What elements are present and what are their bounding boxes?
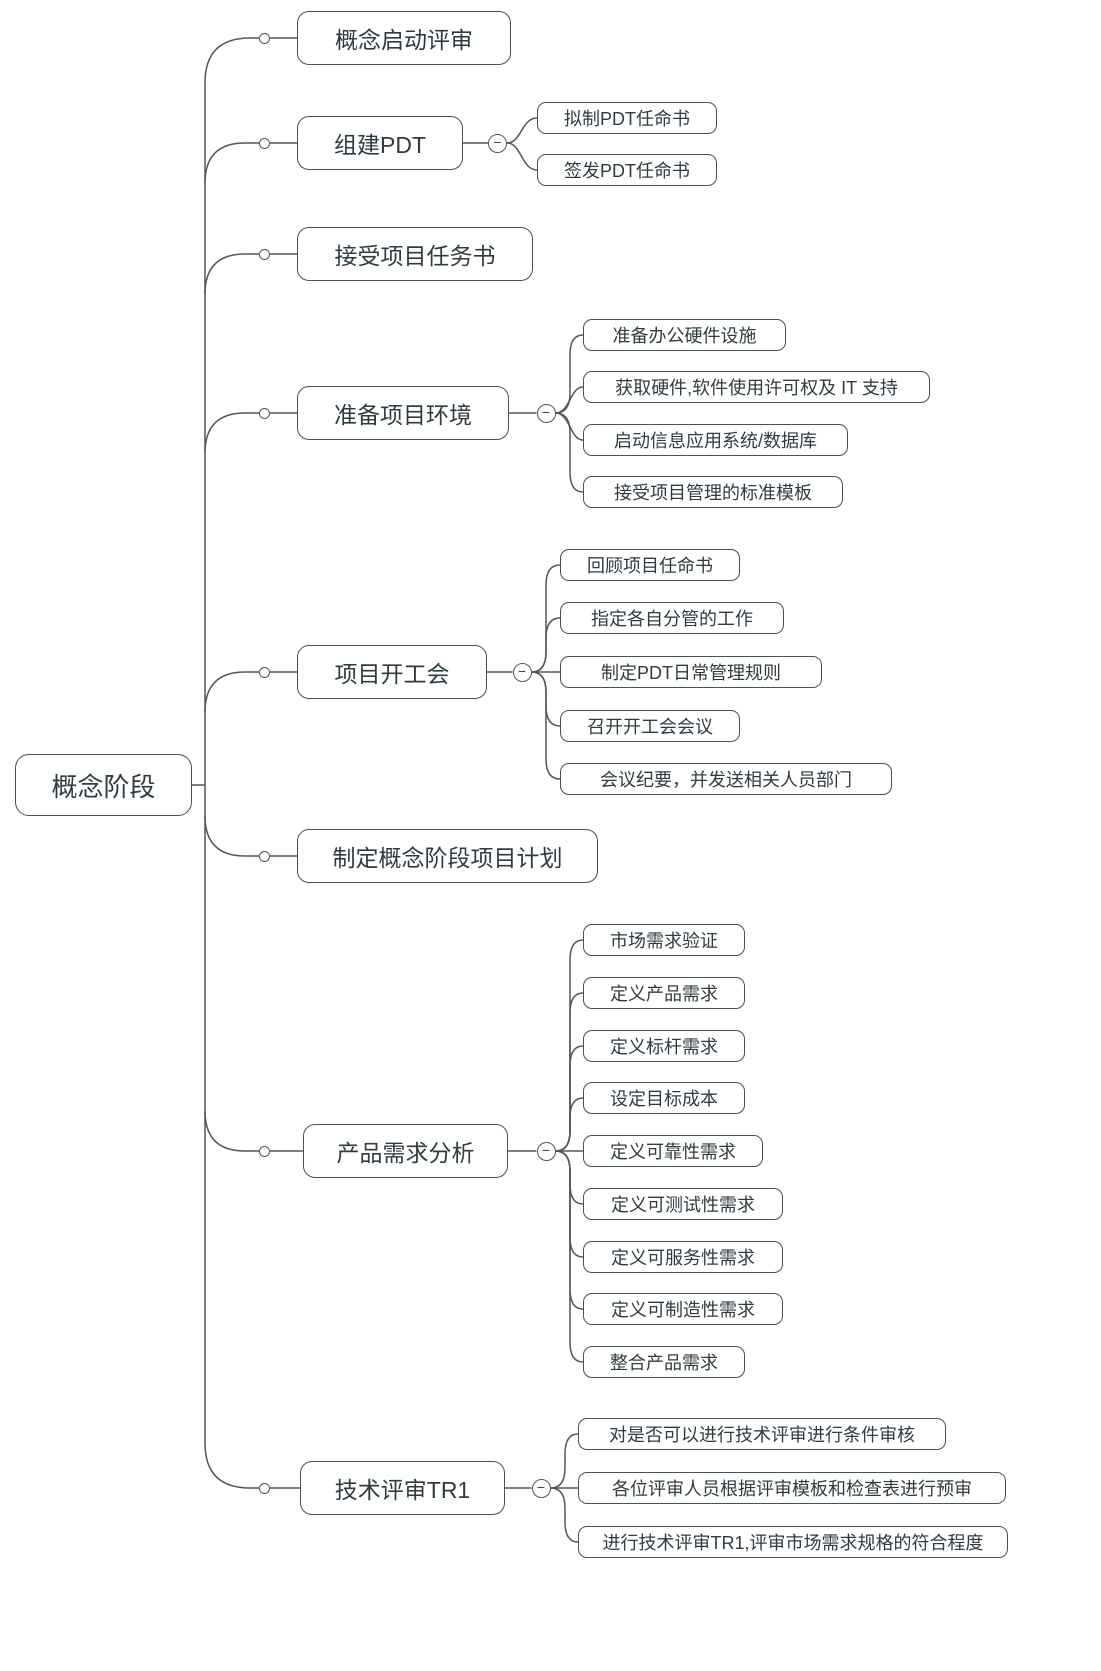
- branch-dot-accept-project-charter: [258, 248, 270, 260]
- node-prepare-project-environment[interactable]: 准备项目环境: [297, 386, 509, 440]
- node-tr1-condition-check[interactable]: 对是否可以进行技术评审进行条件审核: [578, 1418, 946, 1450]
- collapse-toggle-icon-project-kickoff-meeting[interactable]: −: [512, 662, 532, 682]
- node-issue-pdt-appointment[interactable]: 签发PDT任命书: [537, 154, 717, 186]
- node-accept-project-charter[interactable]: 接受项目任务书: [297, 227, 533, 281]
- collapse-toggle-icon-prepare-project-environment[interactable]: −: [536, 403, 556, 423]
- node-define-benchmark-requirements[interactable]: 定义标杆需求: [583, 1030, 745, 1062]
- node-set-target-cost[interactable]: 设定目标成本: [583, 1082, 745, 1114]
- branch-dot-tech-review-tr1: [258, 1482, 270, 1494]
- node-review-project-appointment[interactable]: 回顾项目任命书: [560, 549, 740, 581]
- node-concept-kickoff-review[interactable]: 概念启动评审: [297, 11, 511, 65]
- node-set-pdt-daily-rules[interactable]: 制定PDT日常管理规则: [560, 656, 822, 688]
- node-integrate-product-requirements[interactable]: 整合产品需求: [583, 1346, 745, 1378]
- branch-dot-develop-concept-phase-plan: [258, 850, 270, 862]
- node-form-pdt[interactable]: 组建PDT: [297, 116, 463, 170]
- collapse-toggle-icon-tech-review-tr1[interactable]: −: [531, 1478, 551, 1498]
- node-launch-info-systems-database[interactable]: 启动信息应用系统/数据库: [583, 424, 848, 456]
- node-reviewers-pre-review[interactable]: 各位评审人员根据评审模板和检查表进行预审: [578, 1472, 1006, 1504]
- branch-dot-product-requirements-analysis: [258, 1145, 270, 1157]
- branch-dot-prepare-project-environment: [258, 407, 270, 419]
- collapse-toggle-icon-form-pdt[interactable]: −: [488, 133, 507, 153]
- node-develop-concept-phase-plan[interactable]: 制定概念阶段项目计划: [297, 829, 598, 883]
- branch-dot-form-pdt: [258, 137, 270, 149]
- trunk-connectors: [192, 37, 303, 1489]
- node-product-requirements-analysis[interactable]: 产品需求分析: [303, 1124, 508, 1178]
- node-tech-review-tr1[interactable]: 技术评审TR1: [300, 1461, 505, 1515]
- node-project-kickoff-meeting[interactable]: 项目开工会: [297, 645, 487, 699]
- node-define-testability-requirements[interactable]: 定义可测试性需求: [583, 1188, 783, 1220]
- child-bracket-connectors: [506, 117, 584, 1543]
- branch-dot-concept-kickoff-review: [258, 32, 270, 44]
- node-market-requirement-validation[interactable]: 市场需求验证: [583, 924, 745, 956]
- node-define-serviceability-requirements[interactable]: 定义可服务性需求: [583, 1241, 783, 1273]
- node-conduct-tr1-review[interactable]: 进行技术评审TR1,评审市场需求规格的符合程度: [578, 1526, 1008, 1558]
- branch-dot-project-kickoff-meeting: [258, 666, 270, 678]
- node-draft-pdt-appointment[interactable]: 拟制PDT任命书: [537, 102, 717, 134]
- node-meeting-minutes-distribution[interactable]: 会议纪要，并发送相关人员部门: [560, 763, 892, 795]
- collapse-toggle-icon-product-requirements-analysis[interactable]: −: [536, 1141, 556, 1161]
- node-hold-kickoff-meeting[interactable]: 召开开工会会议: [560, 710, 740, 742]
- node-concept-phase-root[interactable]: 概念阶段: [15, 754, 192, 816]
- node-assign-responsibilities[interactable]: 指定各自分管的工作: [560, 602, 784, 634]
- node-define-manufacturability-requirements[interactable]: 定义可制造性需求: [583, 1293, 783, 1325]
- node-accept-pm-standard-templates[interactable]: 接受项目管理的标准模板: [583, 476, 843, 508]
- node-define-reliability-requirements[interactable]: 定义可靠性需求: [583, 1135, 763, 1167]
- branch-to-toggle-connectors: [463, 142, 537, 1489]
- node-define-product-requirements[interactable]: 定义产品需求: [583, 977, 745, 1009]
- node-obtain-hw-sw-licenses-it-support[interactable]: 获取硬件,软件使用许可权及 IT 支持: [583, 371, 930, 403]
- node-prepare-office-hardware[interactable]: 准备办公硬件设施: [583, 319, 786, 351]
